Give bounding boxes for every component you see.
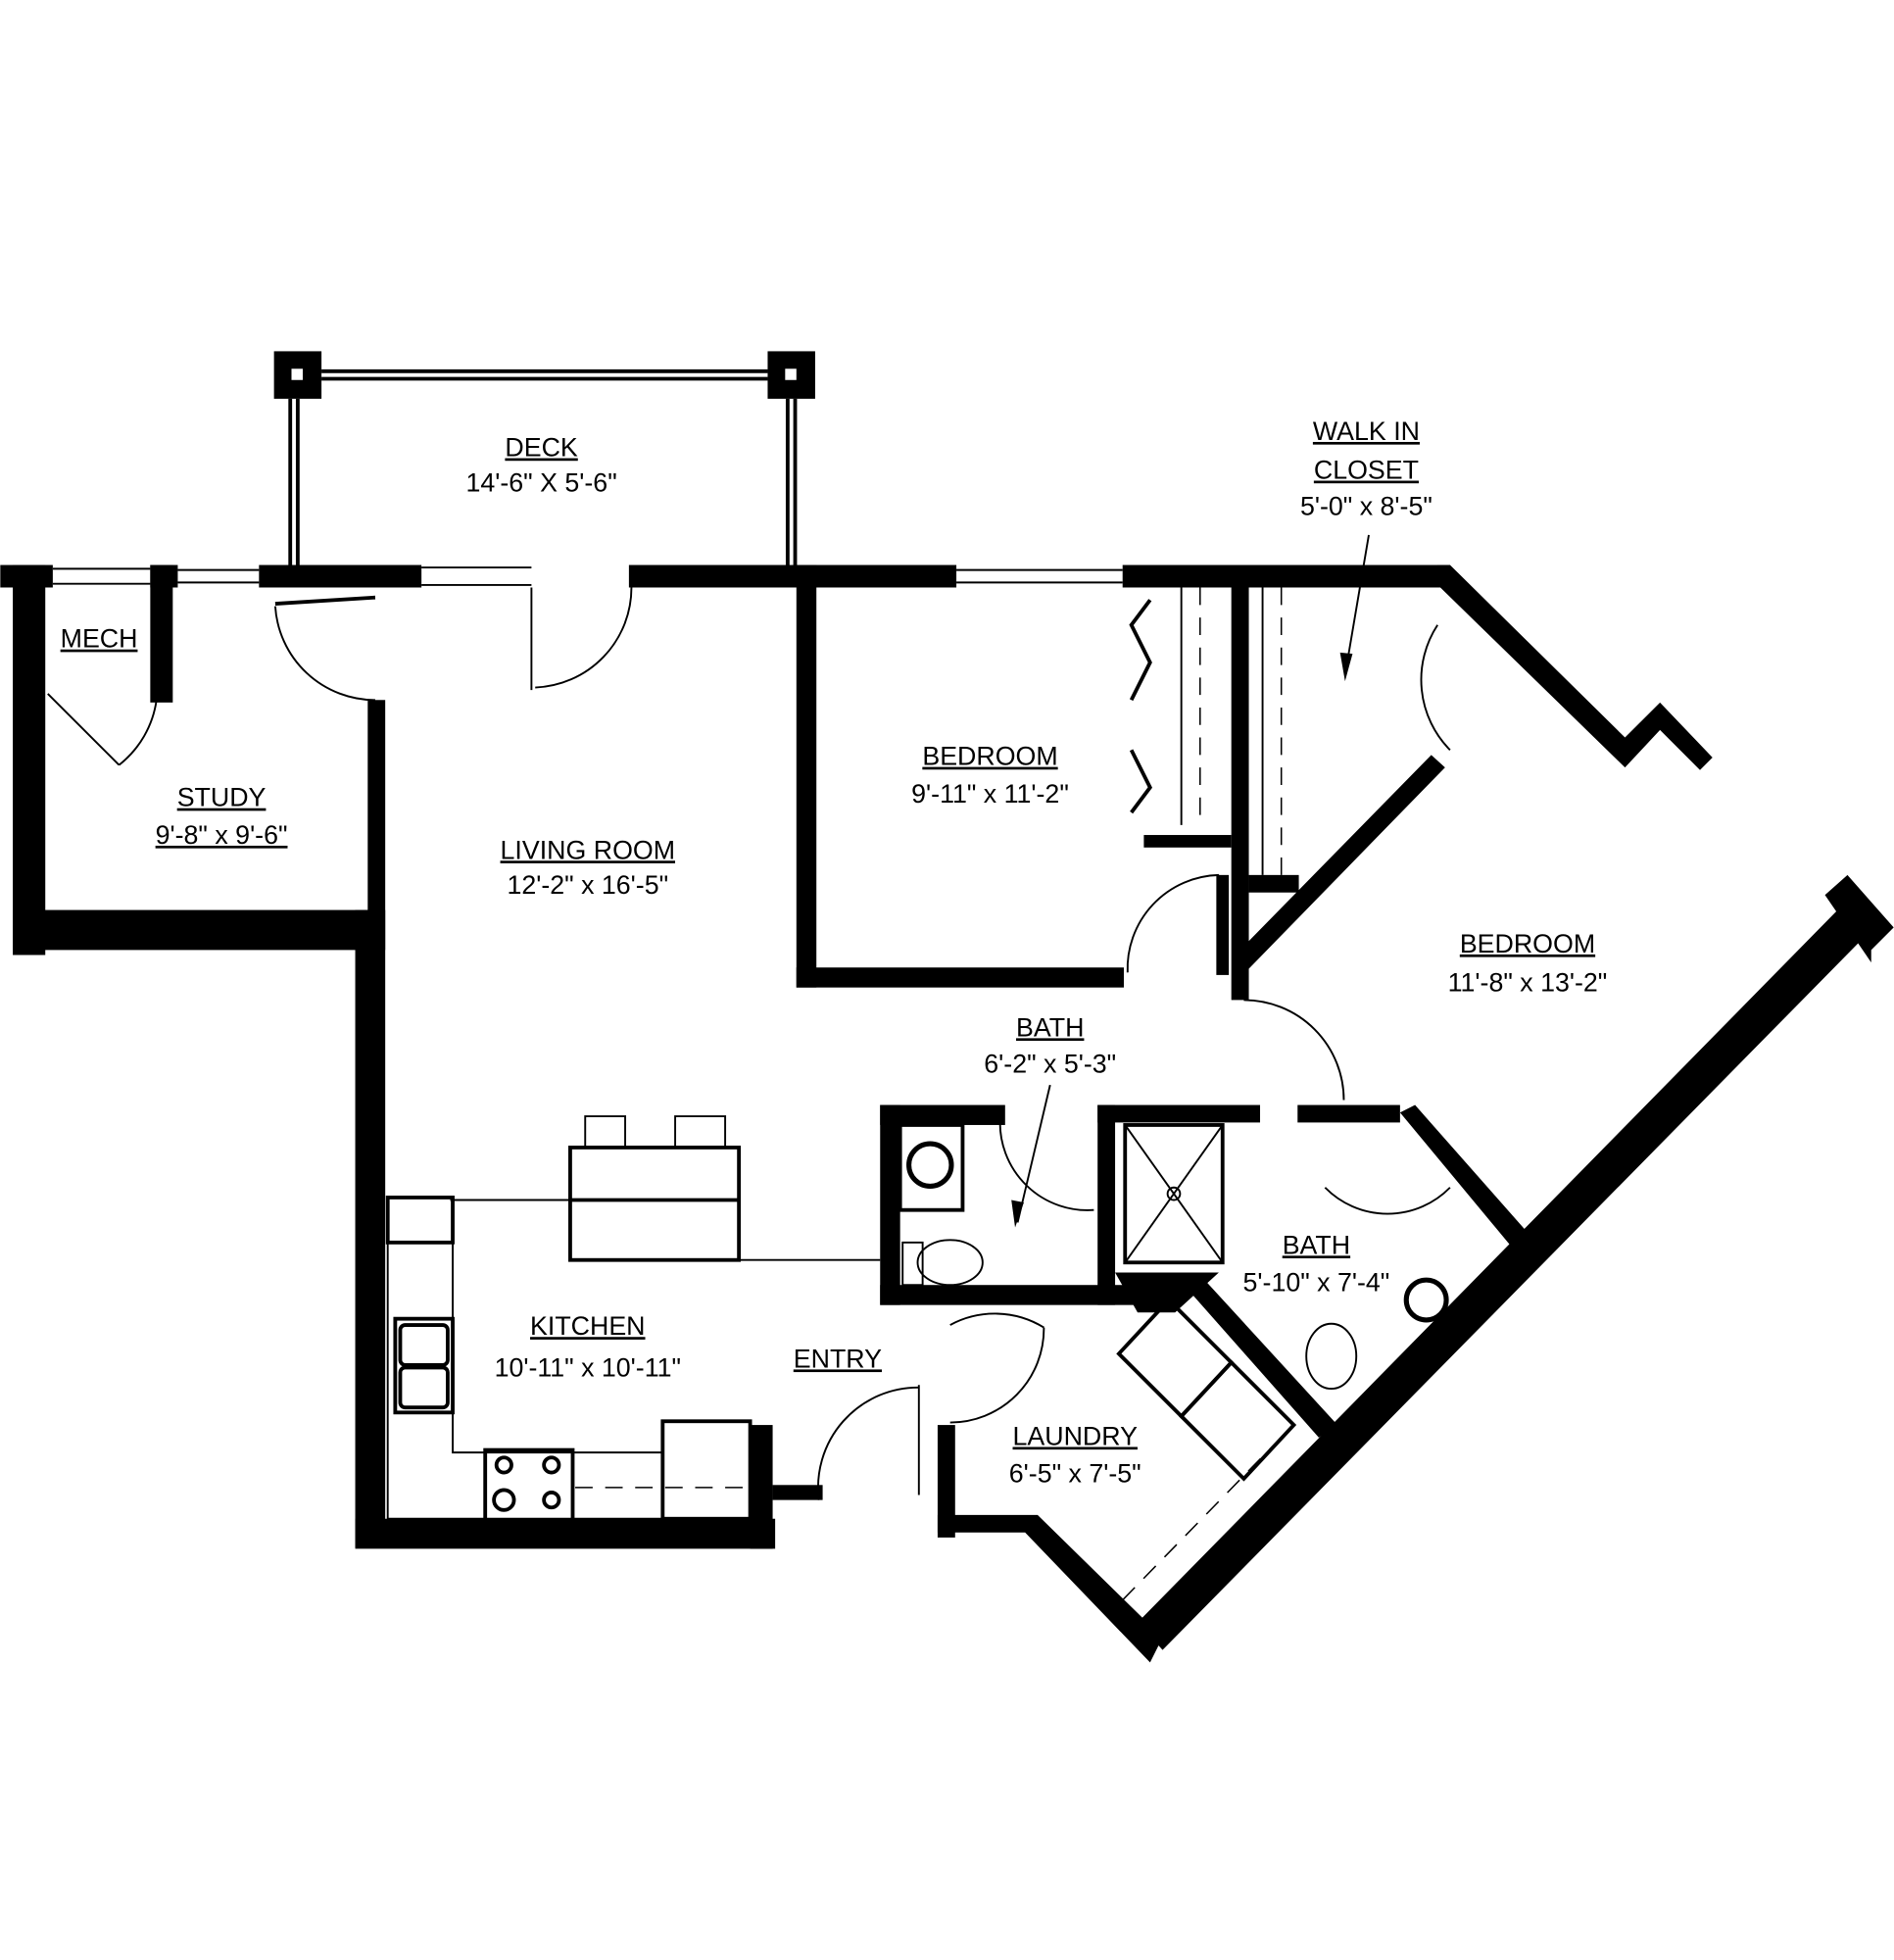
closet-shelving	[1129, 587, 1283, 875]
bedroom-2-size: 11'-8" x 13'-2"	[1448, 967, 1608, 997]
deck-railing	[273, 351, 815, 566]
mech-label: MECH	[61, 624, 138, 654]
kitchen-label: KITCHEN	[530, 1311, 645, 1341]
deck-label: DECK	[505, 433, 578, 463]
bedroom-1-label: BEDROOM	[922, 742, 1057, 771]
walls	[0, 564, 1894, 1663]
bath-1-label: BATH	[1016, 1012, 1084, 1042]
living-room-label: LIVING ROOM	[501, 835, 675, 864]
study-label: STUDY	[177, 783, 267, 812]
walk-in-closet-label-2: CLOSET	[1314, 456, 1419, 485]
laundry-label: LAUNDRY	[1013, 1421, 1139, 1450]
bath-2-label: BATH	[1283, 1230, 1350, 1259]
bath-fixtures	[898, 1123, 1449, 1391]
walk-in-closet-size: 5'-0" x 8'-5"	[1300, 492, 1433, 521]
laundry-machines	[1116, 1297, 1297, 1601]
bedroom-1-size: 9'-11" x 11'-2"	[911, 779, 1069, 808]
walk-in-closet-label-1: WALK IN	[1313, 416, 1420, 446]
bath-2-size: 5'-10" x 7'-4"	[1243, 1268, 1390, 1298]
room-labels: DECK 14'-6" X 5'-6" WALK IN CLOSET 5'-0"…	[61, 416, 1608, 1489]
kitchen-size: 10'-11" x 10'-11"	[495, 1352, 681, 1382]
deck-size: 14'-6" X 5'-6"	[465, 467, 616, 497]
laundry-size: 6'-5" x 7'-5"	[1009, 1459, 1141, 1489]
living-room-size: 12'-2" x 16'-5"	[507, 870, 668, 900]
study-size: 9'-8" x 9'-6"	[156, 820, 288, 850]
bath-1-size: 6'-2" x 5'-3"	[984, 1049, 1116, 1078]
kitchen-fixtures	[385, 1115, 881, 1522]
door-swings	[47, 587, 1451, 1500]
bedroom-2-label: BEDROOM	[1460, 929, 1595, 958]
label-arrows	[1011, 534, 1370, 1228]
entry-label: ENTRY	[794, 1344, 882, 1373]
